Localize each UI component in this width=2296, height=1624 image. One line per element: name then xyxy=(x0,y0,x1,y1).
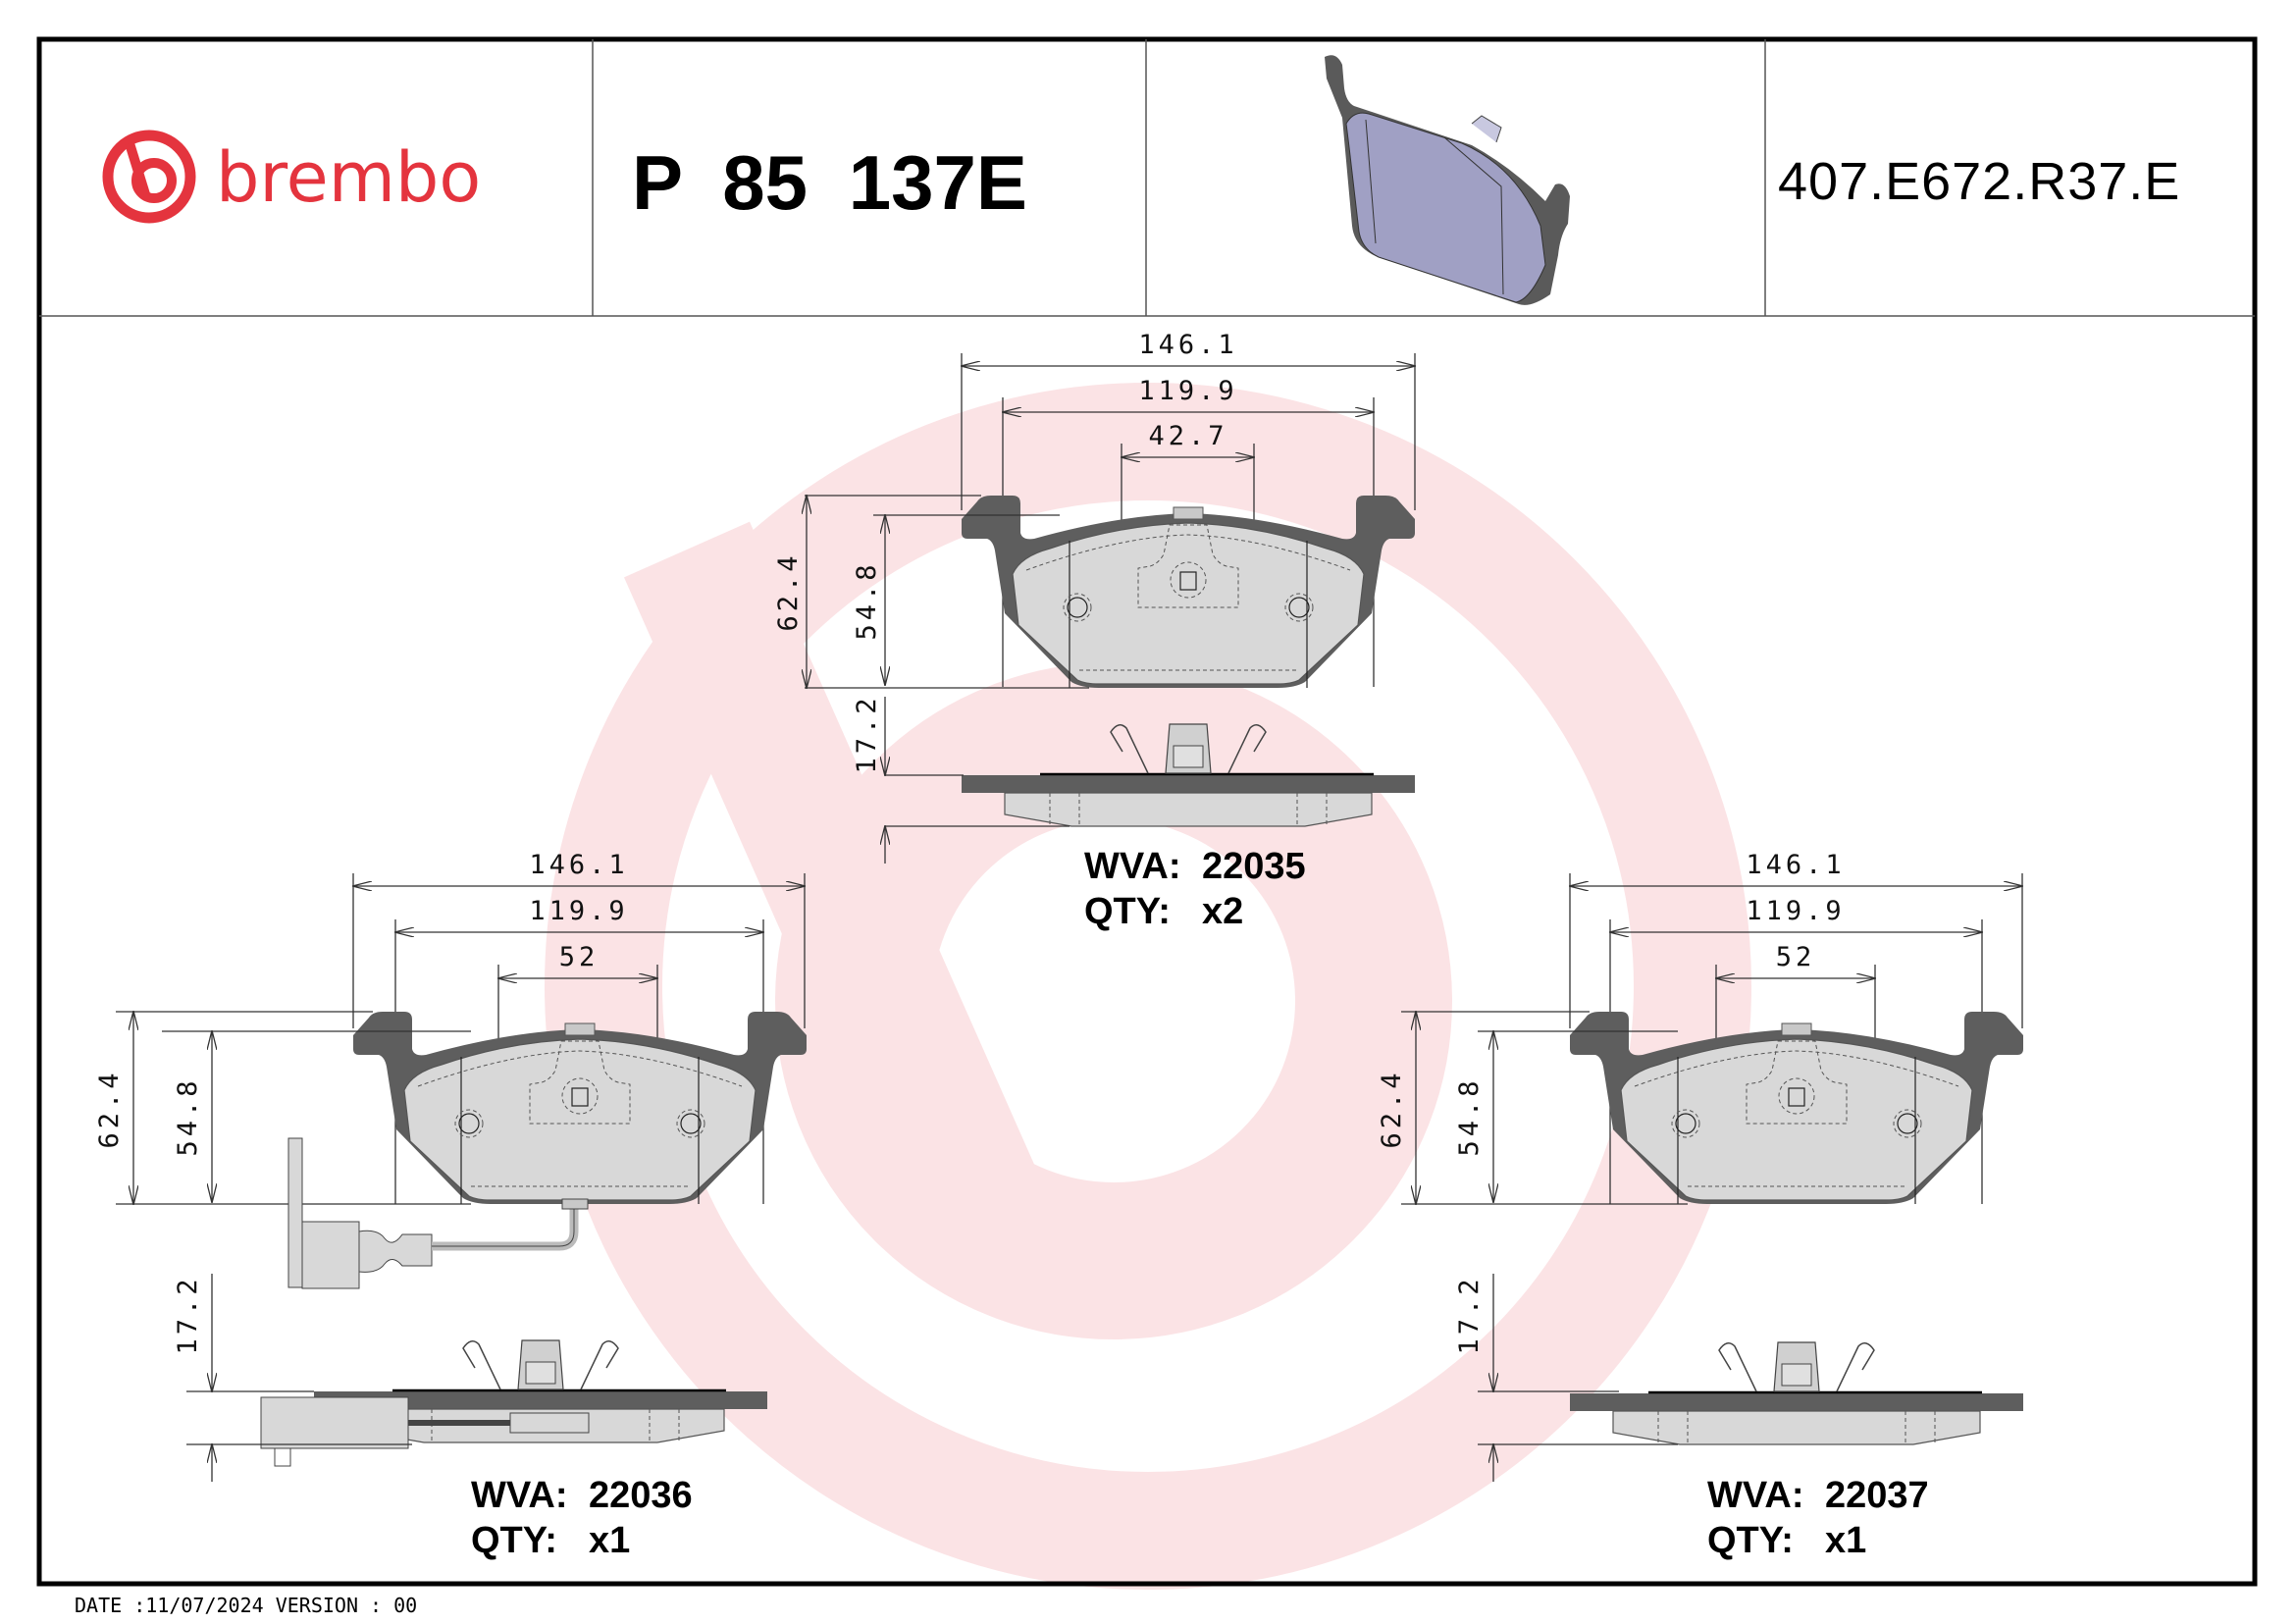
qty-value: x1 xyxy=(1825,1520,1866,1561)
watermark-logo-icon xyxy=(545,383,1751,1590)
dim-center-span: 42.7 xyxy=(1148,421,1227,451)
dim-thickness: 17.2 xyxy=(1454,1275,1485,1354)
dim-lining-width: 119.9 xyxy=(1746,896,1845,926)
part-number: P 85 137E xyxy=(632,139,1027,226)
pad-view-right: 146.1 119.9 52 62.4 54.8 17.2 WVA: 22037… xyxy=(1377,850,2025,1561)
dim-lining-height: 54.8 xyxy=(173,1076,203,1156)
dim-overall-height: 62.4 xyxy=(94,1069,125,1148)
wva-number: 22037 xyxy=(1825,1475,1929,1516)
dim-lining-height: 54.8 xyxy=(1454,1076,1485,1156)
sheet-frame xyxy=(36,36,2258,1587)
brake-pad-render-icon xyxy=(1325,55,1570,305)
wva-label: WVA: xyxy=(1084,846,1181,887)
qty-label: QTY: xyxy=(471,1520,557,1561)
qty-label: QTY: xyxy=(1707,1520,1794,1561)
dim-center-span: 52 xyxy=(1776,942,1816,972)
brembo-disc-icon xyxy=(102,130,196,224)
qty-value: x2 xyxy=(1202,891,1243,932)
dim-overall-width: 146.1 xyxy=(529,850,628,880)
pad-view-left: 146.1 119.9 52 62.4 54.8 xyxy=(94,850,808,1561)
brand-name: brembo xyxy=(216,137,481,218)
wear-sensor-side-icon xyxy=(260,1396,590,1467)
dim-overall-width: 146.1 xyxy=(1138,330,1237,360)
drawing-code: 407.E672.R37.E xyxy=(1778,152,2180,211)
pad-view-top: 146.1 119.9 42.7 62.4 54.8 17.2 WVA: 220… xyxy=(773,330,1417,932)
dim-lining-width: 119.9 xyxy=(1138,376,1237,406)
dim-lining-width: 119.9 xyxy=(529,896,628,926)
qty-value: x1 xyxy=(589,1520,630,1561)
dim-overall-width: 146.1 xyxy=(1746,850,1845,880)
footer-date-version: DATE :11/07/2024 VERSION : 00 xyxy=(75,1594,417,1617)
wva-label: WVA: xyxy=(471,1475,568,1516)
wva-label: WVA: xyxy=(1707,1475,1804,1516)
wva-number: 22035 xyxy=(1202,846,1306,887)
dim-thickness: 17.2 xyxy=(852,694,882,773)
qty-label: QTY: xyxy=(1084,891,1171,932)
wva-number: 22036 xyxy=(589,1475,693,1516)
dim-center-span: 52 xyxy=(559,942,600,972)
dim-overall-height: 62.4 xyxy=(773,551,804,631)
dim-thickness: 17.2 xyxy=(173,1275,203,1354)
wear-sensor-icon xyxy=(287,1137,589,1289)
dim-overall-height: 62.4 xyxy=(1377,1069,1407,1148)
brembo-logo: brembo xyxy=(102,130,481,224)
dim-lining-height: 54.8 xyxy=(852,560,882,640)
